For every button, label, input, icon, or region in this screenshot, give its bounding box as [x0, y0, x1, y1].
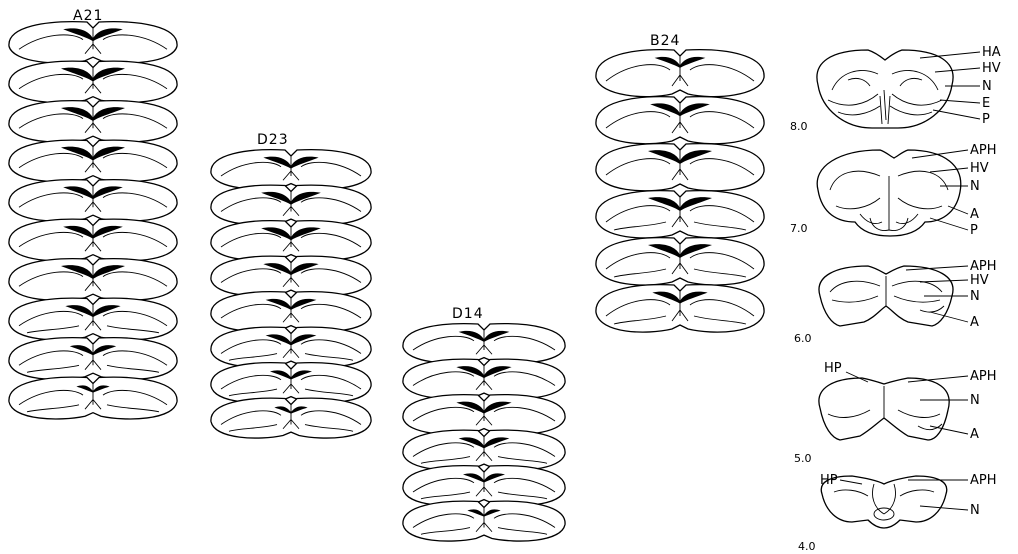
d14-section-3 [403, 395, 565, 435]
d14-section-6 [403, 501, 565, 541]
d23-section-7 [211, 363, 371, 403]
atlas-section-4-0 [821, 476, 968, 528]
atlas-level-8-0: 8.0 [790, 120, 808, 133]
d14-section-1 [403, 324, 565, 364]
atlas-level-7-0: 7.0 [790, 222, 808, 235]
atlas-level-4-0: 4.0 [798, 540, 816, 553]
atlas-7-label-n: N [970, 179, 980, 194]
atlas-7-label-hv: HV [970, 161, 989, 176]
atlas-6-label-hv: HV [970, 273, 989, 288]
atlas-8-label-hv: HV [982, 61, 1001, 76]
a21-section-5 [9, 180, 177, 222]
d23-section-4 [211, 256, 371, 296]
a21-section-10 [9, 377, 177, 419]
d23-section-3 [211, 221, 371, 261]
d23-section-8 [211, 398, 371, 438]
b24-section-6 [596, 285, 764, 332]
a21-section-2 [9, 61, 177, 102]
atlas-5-label-hp: HP [824, 361, 842, 376]
d23-section-2 [211, 185, 371, 225]
atlas-section-7-0 [817, 150, 968, 236]
section-series-a21 [9, 22, 177, 419]
atlas-6-label-n: N [970, 289, 980, 304]
atlas-8-label-p: P [982, 112, 990, 127]
atlas-reference-sections [817, 50, 980, 528]
d14-section-4 [403, 430, 565, 470]
atlas-section-5-0 [819, 372, 968, 440]
column-title-d14: D14 [452, 306, 484, 322]
atlas-4-label-n: N [970, 503, 980, 518]
d14-section-2 [403, 359, 565, 399]
atlas-7-label-a: A [970, 207, 979, 222]
atlas-level-5-0: 5.0 [794, 452, 812, 465]
atlas-8-label-n: N [982, 79, 992, 94]
atlas-8-label-e: E [982, 96, 990, 111]
b24-section-2 [596, 97, 764, 144]
a21-section-4 [9, 140, 177, 182]
b24-section-4 [596, 191, 764, 238]
d23-section-1 [211, 150, 371, 190]
d23-section-6 [211, 327, 371, 367]
column-title-b24: B24 [650, 33, 680, 49]
column-title-d23: D23 [257, 132, 289, 148]
atlas-5-label-a: A [970, 427, 979, 442]
a21-section-1 [9, 22, 177, 63]
a21-section-6 [9, 219, 177, 261]
section-series-d14 [403, 324, 565, 541]
atlas-8-label-ha: HA [982, 45, 1001, 60]
atlas-4-label-hp: HP [820, 473, 838, 488]
b24-section-5 [596, 238, 764, 285]
d23-section-5 [211, 292, 371, 332]
atlas-level-6-0: 6.0 [794, 332, 812, 345]
atlas-4-label-aph: APH [970, 473, 997, 488]
d14-section-5 [403, 466, 565, 506]
atlas-5-label-aph: APH [970, 369, 997, 384]
atlas-5-label-n: N [970, 393, 980, 408]
b24-section-1 [596, 50, 764, 97]
atlas-7-label-p: P [970, 223, 978, 238]
section-series-d23 [211, 150, 371, 438]
atlas-6-label-a: A [970, 315, 979, 330]
section-series-b24 [596, 50, 764, 332]
a21-section-8 [9, 298, 177, 340]
a21-section-9 [9, 338, 177, 380]
a21-section-7 [9, 259, 177, 301]
atlas-section-6-0 [819, 266, 968, 326]
atlas-7-label-aph: APH [970, 143, 997, 158]
atlas-6-label-aph: APH [970, 259, 997, 274]
atlas-section-8-0 [817, 50, 980, 128]
a21-section-3 [9, 101, 177, 142]
b24-section-3 [596, 144, 764, 191]
